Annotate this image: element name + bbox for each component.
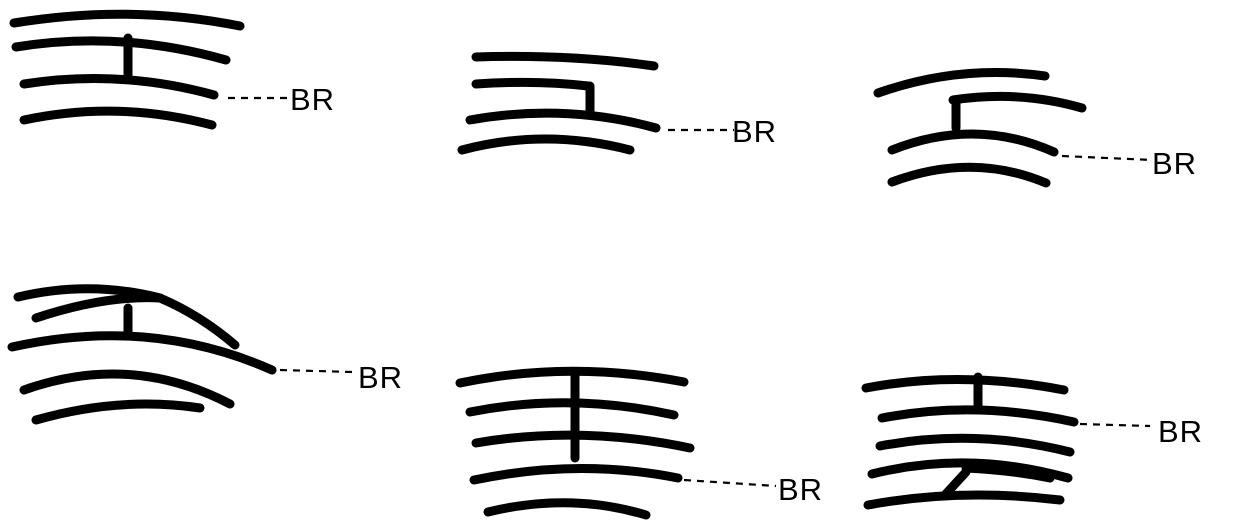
panel-2: BR — [457, 51, 777, 155]
leader-line — [683, 478, 777, 488]
striation-line — [457, 134, 635, 155]
striation-line — [861, 374, 1069, 395]
leader-line — [1079, 422, 1151, 428]
leader-line — [279, 368, 353, 374]
striation-line — [887, 162, 1051, 188]
striation-line — [31, 399, 205, 425]
br-label: BR — [1158, 414, 1203, 449]
striation-line — [948, 91, 1087, 113]
br-label: BR — [358, 360, 403, 395]
br-label: BR — [290, 82, 335, 117]
panel-6: BR — [861, 372, 1203, 510]
br-label: BR — [732, 114, 777, 149]
striation-line — [471, 77, 593, 91]
panel-5: BR — [455, 366, 823, 520]
leader-line — [1061, 154, 1153, 162]
striation-line — [867, 458, 1073, 483]
striation-line — [19, 369, 235, 409]
bridge-connector — [939, 467, 971, 501]
panel-1: BR — [9, 9, 335, 130]
striation-line — [31, 293, 240, 350]
striation-line — [465, 108, 661, 133]
br-label: BR — [778, 472, 823, 507]
striation-line — [9, 9, 245, 31]
striation-line — [11, 36, 231, 65]
striation-line — [469, 463, 683, 485]
striation-line — [863, 490, 1065, 510]
striation-line — [483, 498, 651, 520]
panel-4: BR — [7, 284, 403, 425]
striation-line — [7, 331, 277, 375]
striation-line — [887, 129, 1059, 157]
striation-line — [19, 74, 219, 100]
striation-line — [471, 430, 695, 453]
striation-line — [961, 463, 1055, 483]
striation-line — [471, 51, 659, 71]
striation-line — [875, 433, 1075, 457]
panel-3: BR — [873, 67, 1197, 188]
striation-line — [19, 106, 217, 130]
br-label: BR — [1152, 146, 1197, 181]
striation-line — [873, 67, 1050, 98]
